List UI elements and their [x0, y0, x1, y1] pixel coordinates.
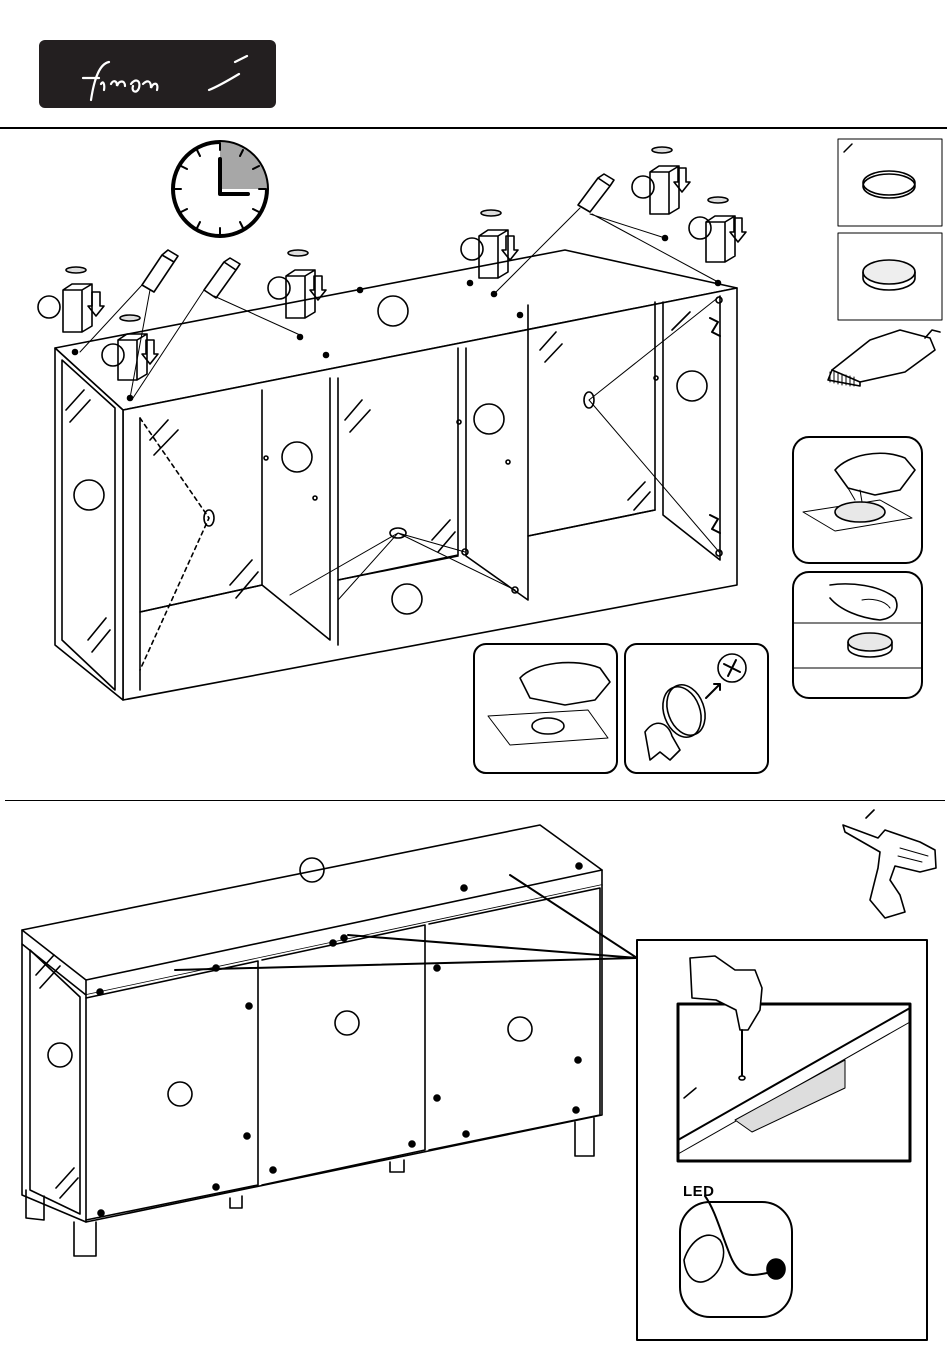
step-press-pad [793, 572, 922, 698]
step-hand-paper [474, 644, 617, 773]
felt-pad-parts [838, 139, 942, 320]
brush-tool-icon [828, 330, 940, 386]
cabinet-top-view [55, 236, 737, 701]
led-detail-panel [637, 940, 927, 1340]
step-peel-pad [793, 437, 922, 563]
drill-icon [843, 810, 936, 918]
clock-icon [173, 142, 267, 236]
cabinet-front-view [22, 825, 637, 1256]
led-label: LED [683, 1183, 715, 1200]
step-disc-fitting [625, 644, 768, 773]
